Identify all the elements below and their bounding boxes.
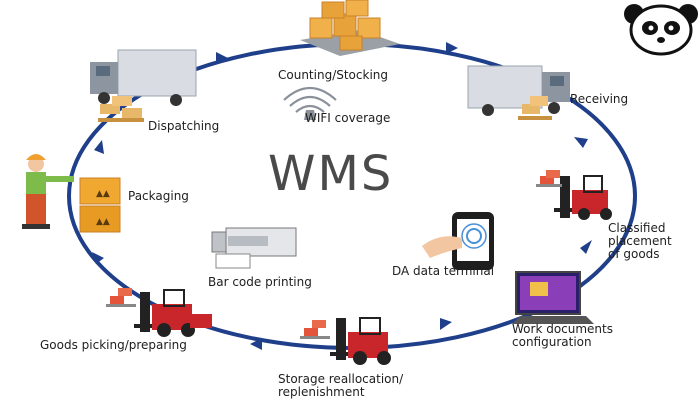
forklift-icon (554, 175, 612, 220)
step-receiving: Receiving (570, 92, 629, 106)
svg-text:▲▲: ▲▲ (96, 217, 110, 227)
step-storage-line: replenishment (278, 385, 365, 399)
pallet-icon (536, 170, 562, 187)
stacked-boxes-icon (300, 0, 400, 56)
step-counting: Counting/Stocking (278, 68, 389, 82)
forklift-icon (134, 289, 212, 337)
step-storage: Storage reallocation/ replenishment (278, 373, 403, 399)
step-storage-line: Storage reallocation/ (278, 372, 404, 386)
receiving-truck-icon (467, 65, 570, 116)
barcode-label: Bar code printing (208, 275, 312, 289)
pallet-icon (300, 320, 330, 339)
panda-logo (624, 4, 698, 56)
worker-icon (22, 154, 74, 229)
wifi-label: WIFI coverage (305, 111, 391, 125)
packaging-boxes-icon: ▲▲ ▲▲ (79, 177, 121, 233)
cycle-arrows (92, 42, 592, 350)
step-workdocs-line: configuration (512, 335, 592, 349)
barcode-printer-icon (211, 227, 297, 269)
step-classified-line: placement (608, 234, 672, 248)
step-picking: Goods picking/preparing (40, 338, 187, 352)
step-dispatching: Dispatching (148, 119, 220, 133)
monitor-icon (512, 271, 594, 324)
forklift-icon (330, 317, 391, 365)
dispatching-pallet-icon (98, 96, 144, 122)
step-classified-line: Classified (608, 221, 666, 235)
step-workdocs: Work documents configuration (512, 323, 613, 349)
dispatching-truck-icon (90, 49, 197, 106)
svg-text:▲▲: ▲▲ (96, 189, 110, 199)
step-workdocs-line: Work documents (512, 322, 613, 336)
diagram-title: WMS (268, 146, 394, 202)
pallet-icon (106, 288, 136, 307)
terminal-label: DA data terminal (392, 264, 495, 278)
step-packaging: Packaging (128, 189, 189, 203)
data-terminal-icon (422, 212, 494, 270)
receiving-pallet-icon (518, 96, 552, 120)
wifi-icon (283, 87, 337, 120)
step-classified: Classified placement of goods (608, 222, 672, 261)
step-classified-line: of goods (608, 247, 660, 261)
